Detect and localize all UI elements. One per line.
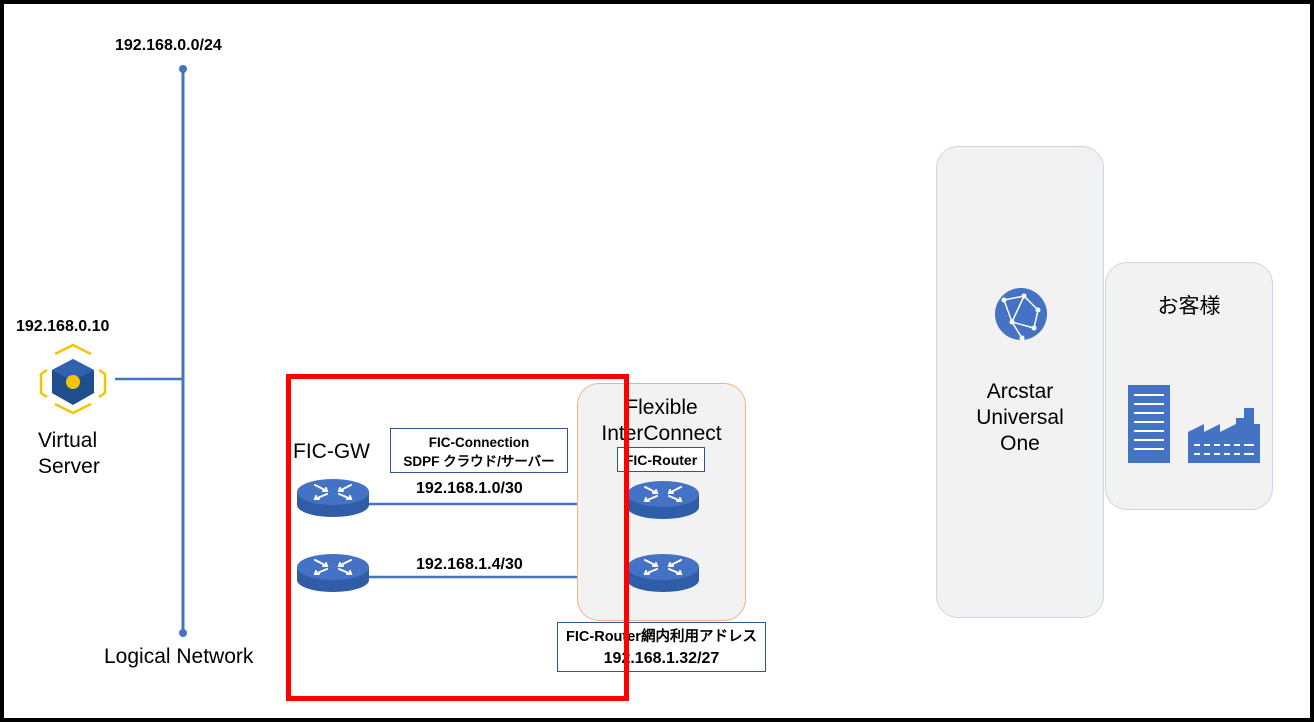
fic-connection-line1: FIC-Connection [428,435,530,450]
logical-network-top-endpoint [179,65,187,73]
factory-icon [1188,408,1260,463]
fic-router-address-line1: FIC-Router網内利用アドレス [566,629,757,645]
flexible-interconnect-line2: InterConnect [601,422,722,445]
virtual-server-label-line1: Virtual [38,429,98,452]
arcstar-line1: Arcstar [986,380,1054,403]
globe-network-icon [995,288,1047,341]
server-cube-icon [39,343,107,415]
link-2-subnet: 192.168.1.4/30 [416,556,523,573]
arcstar-line3: One [1000,432,1040,455]
fic-router-label: FIC-Router [624,452,698,468]
fic-connection-line2: SDPF クラウド/サーバー [403,454,555,469]
arcstar-panel [936,146,1104,618]
virtual-server-ip: 192.168.0.10 [16,318,110,335]
arcstar-line2: Universal [976,406,1064,429]
customer-label: お客様 [1157,295,1221,318]
logical-network-label: Logical Network [104,645,254,668]
fic-gw-label: FIC-GW [293,440,370,463]
logical-network-bottom-endpoint [179,629,187,637]
highlight-box [286,374,629,701]
virtual-server-label-line2: Server [38,455,100,478]
fic-connection-box: FIC-Connection SDPF クラウド/サーバー [390,428,568,473]
link-1-subnet: 192.168.1.0/30 [416,480,523,497]
fic-router-address-box: FIC-Router網内利用アドレス 192.168.1.32/27 [557,622,766,672]
fic-router-address-line2: 192.168.1.32/27 [603,650,720,667]
fic-router-label-box: FIC-Router [617,447,705,472]
flexible-interconnect-line1: Flexible [625,396,698,419]
logical-network-subnet: 192.168.0.0/24 [115,37,222,54]
building-icon [1128,385,1170,463]
